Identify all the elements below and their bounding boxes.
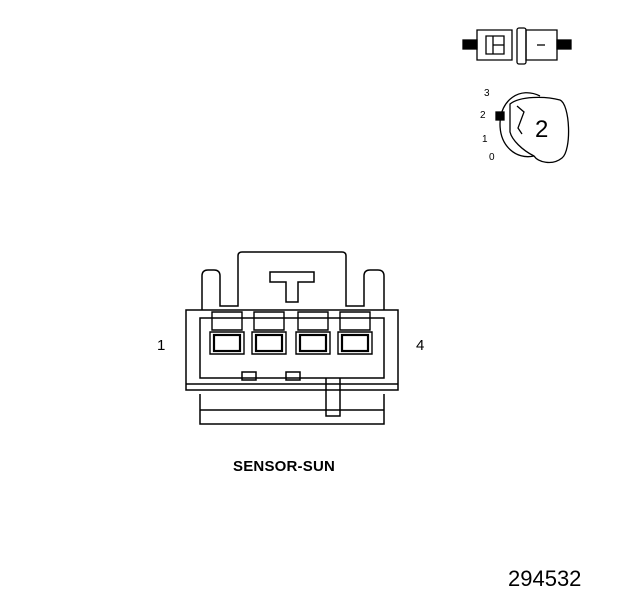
cavity-4: [337, 311, 373, 355]
scale-label-2: 2: [480, 110, 486, 121]
view-indicator-icon: [495, 92, 570, 164]
mating-connector-icon: [462, 27, 572, 65]
cavity-3: [295, 311, 331, 355]
cavity-1: [209, 311, 245, 355]
pin-label-last: 4: [416, 337, 425, 354]
scale-label-3: 3: [484, 88, 490, 99]
scale-label-0: 0: [489, 152, 495, 163]
pin-cavities: [209, 311, 373, 355]
figure-number: 294532: [508, 566, 582, 591]
connector-body: [185, 251, 399, 425]
selected-view-number: 2: [535, 116, 549, 143]
connector-name: SENSOR-SUN: [233, 458, 336, 475]
scale-label-1: 1: [482, 134, 488, 145]
cavity-2: [251, 311, 287, 355]
pin-label-first: 1: [157, 337, 166, 354]
